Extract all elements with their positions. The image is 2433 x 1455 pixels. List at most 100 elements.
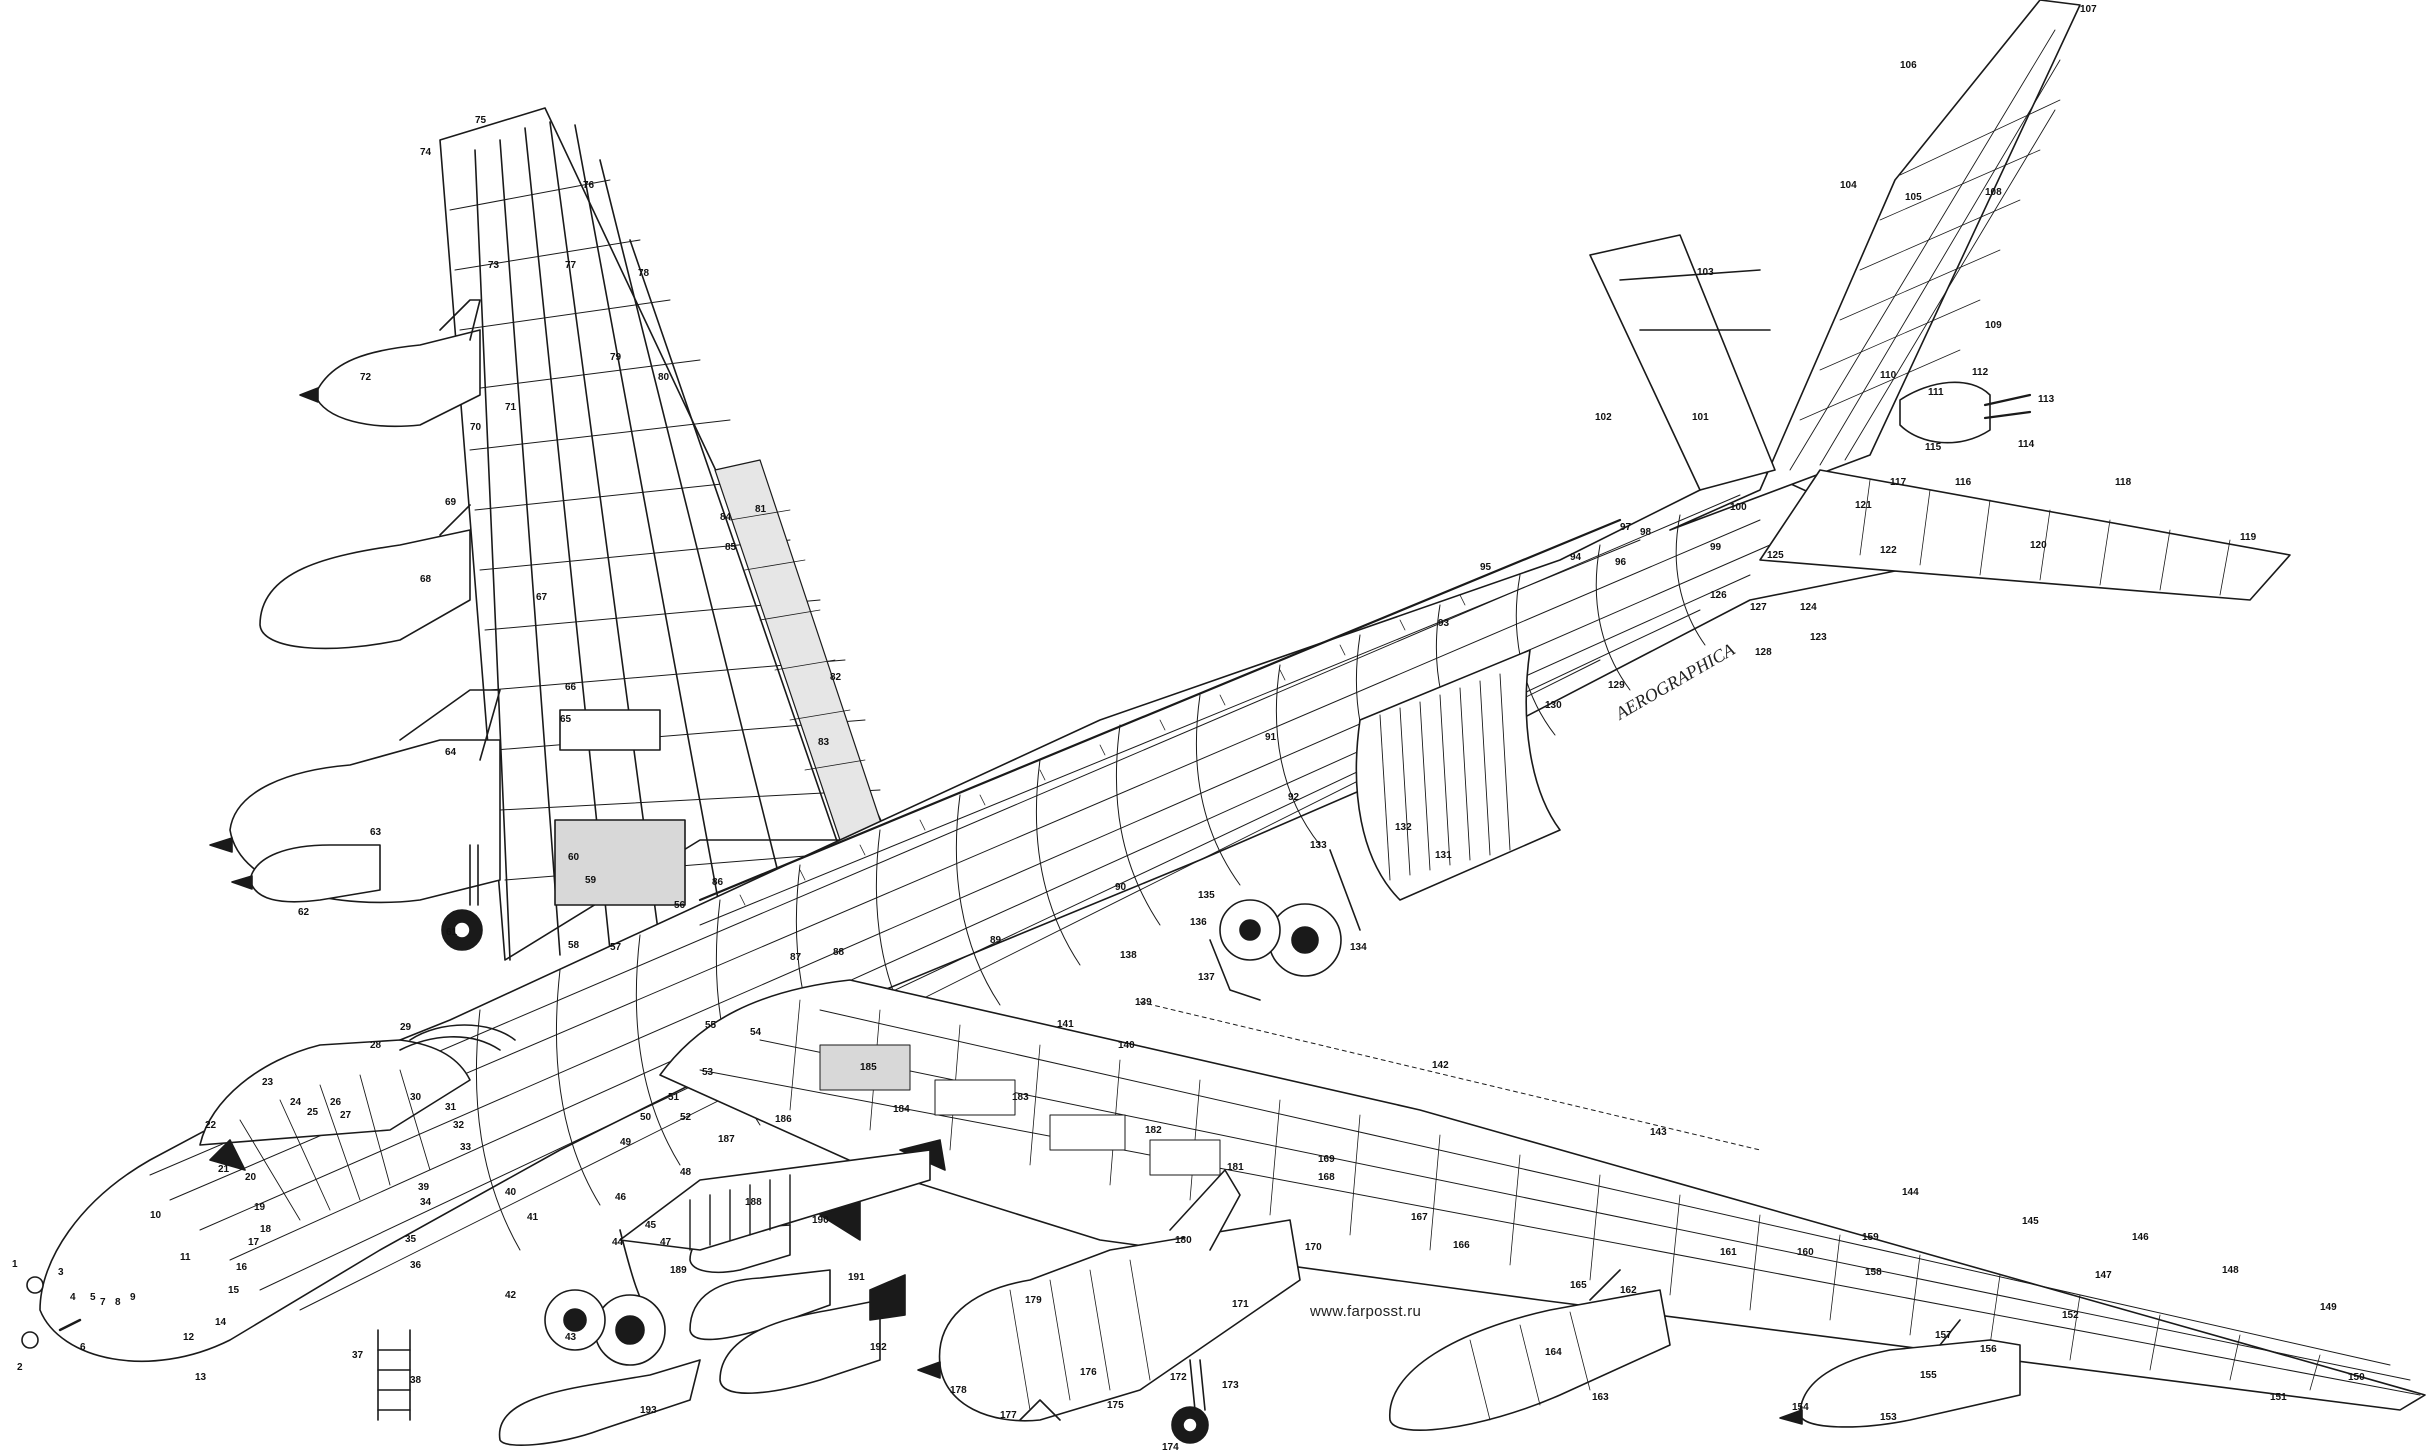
callout-169: 169 [1318, 1154, 1335, 1165]
callout-177: 177 [1000, 1410, 1017, 1421]
callout-23: 23 [262, 1077, 274, 1088]
callout-80: 80 [658, 372, 670, 383]
callout-101: 101 [1692, 412, 1709, 423]
callout-38: 38 [410, 1375, 422, 1386]
callout-70: 70 [470, 422, 482, 433]
callout-99: 99 [1710, 542, 1722, 553]
callout-74: 74 [420, 147, 432, 158]
callout-135: 135 [1198, 890, 1215, 901]
callout-125: 125 [1767, 550, 1784, 561]
callout-97: 97 [1620, 522, 1632, 533]
callout-78: 78 [638, 268, 650, 279]
callout-28: 28 [370, 1040, 382, 1051]
callout-172: 172 [1170, 1372, 1187, 1383]
callout-3: 3 [58, 1267, 64, 1278]
callout-132: 132 [1395, 822, 1412, 833]
callout-51: 51 [668, 1092, 680, 1103]
callout-92: 92 [1288, 792, 1300, 803]
callout-102: 102 [1595, 412, 1612, 423]
callout-2: 2 [17, 1362, 23, 1373]
callout-151: 151 [2270, 1392, 2287, 1403]
callout-72: 72 [360, 372, 372, 383]
callout-166: 166 [1453, 1240, 1470, 1251]
callout-18: 18 [260, 1224, 272, 1235]
callout-127: 127 [1750, 602, 1767, 613]
callout-184: 184 [893, 1104, 910, 1115]
callout-71: 71 [505, 402, 517, 413]
callout-61: 61 [446, 927, 458, 938]
callout-84: 84 [720, 512, 732, 523]
cockpit [21, 1024, 516, 1349]
callout-66: 66 [565, 682, 577, 693]
callout-73: 73 [488, 260, 500, 271]
callout-111: 111 [1928, 387, 1944, 398]
callout-53: 53 [702, 1067, 714, 1078]
callout-40: 40 [505, 1187, 517, 1198]
callout-9: 9 [130, 1292, 136, 1303]
callout-14: 14 [215, 1317, 227, 1328]
callout-176: 176 [1080, 1367, 1097, 1378]
callout-147: 147 [2095, 1270, 2112, 1281]
callout-159: 159 [1862, 1232, 1879, 1243]
callout-7: 7 [100, 1297, 106, 1308]
callout-44: 44 [612, 1237, 624, 1248]
callout-165: 165 [1570, 1280, 1587, 1291]
callout-76: 76 [583, 180, 595, 191]
left-drop-tank [259, 504, 471, 650]
callout-95: 95 [1480, 562, 1492, 573]
callout-17: 17 [248, 1237, 260, 1248]
callout-47: 47 [660, 1237, 672, 1248]
callout-8: 8 [115, 1297, 121, 1308]
callout-33: 33 [460, 1142, 472, 1153]
callout-90: 90 [1115, 882, 1127, 893]
callout-126: 126 [1710, 590, 1727, 601]
callout-174: 174 [1162, 1442, 1179, 1453]
callout-46: 46 [615, 1192, 627, 1203]
callout-118: 118 [2115, 477, 2132, 488]
callout-32: 32 [453, 1120, 465, 1131]
callout-67: 67 [536, 592, 548, 603]
callout-98: 98 [1640, 527, 1652, 538]
callout-63: 63 [370, 827, 382, 838]
callout-128: 128 [1755, 647, 1772, 658]
callout-156: 156 [1980, 1344, 1997, 1355]
callout-55: 55 [705, 1020, 717, 1031]
callout-149: 149 [2320, 1302, 2337, 1313]
callout-178: 178 [950, 1385, 967, 1396]
callout-75: 75 [475, 115, 487, 126]
callout-131: 131 [1435, 850, 1452, 861]
callout-43: 43 [565, 1332, 577, 1343]
callout-164: 164 [1545, 1347, 1562, 1358]
callout-113: 113 [2038, 394, 2055, 405]
callout-56: 56 [674, 900, 686, 911]
callout-108: 108 [1985, 187, 2002, 198]
callout-155: 155 [1920, 1370, 1937, 1381]
callout-42: 42 [505, 1290, 517, 1301]
callout-153: 153 [1880, 1412, 1897, 1423]
callout-27: 27 [340, 1110, 352, 1121]
callout-104: 104 [1840, 180, 1857, 191]
callout-134: 134 [1350, 942, 1367, 953]
callout-12: 12 [183, 1332, 195, 1343]
callout-93: 93 [1438, 618, 1450, 629]
callout-85: 85 [725, 542, 737, 553]
right-tailplane [1759, 469, 2291, 601]
callout-10: 10 [150, 1210, 162, 1221]
callout-65: 65 [560, 714, 572, 725]
callout-133: 133 [1310, 840, 1327, 851]
callout-100: 100 [1730, 502, 1747, 513]
callout-31: 31 [445, 1102, 457, 1113]
callout-89: 89 [990, 935, 1002, 946]
callout-25: 25 [307, 1107, 319, 1118]
rear-main-gear [1209, 849, 1361, 1001]
callout-189: 189 [670, 1265, 687, 1276]
callout-173: 173 [1222, 1380, 1239, 1391]
callout-94: 94 [1570, 552, 1582, 563]
callout-183: 183 [1012, 1092, 1029, 1103]
callout-116: 116 [1955, 477, 1972, 488]
callout-69: 69 [445, 497, 457, 508]
left-outrigger-gear [441, 844, 483, 951]
callout-109: 109 [1985, 320, 2002, 331]
